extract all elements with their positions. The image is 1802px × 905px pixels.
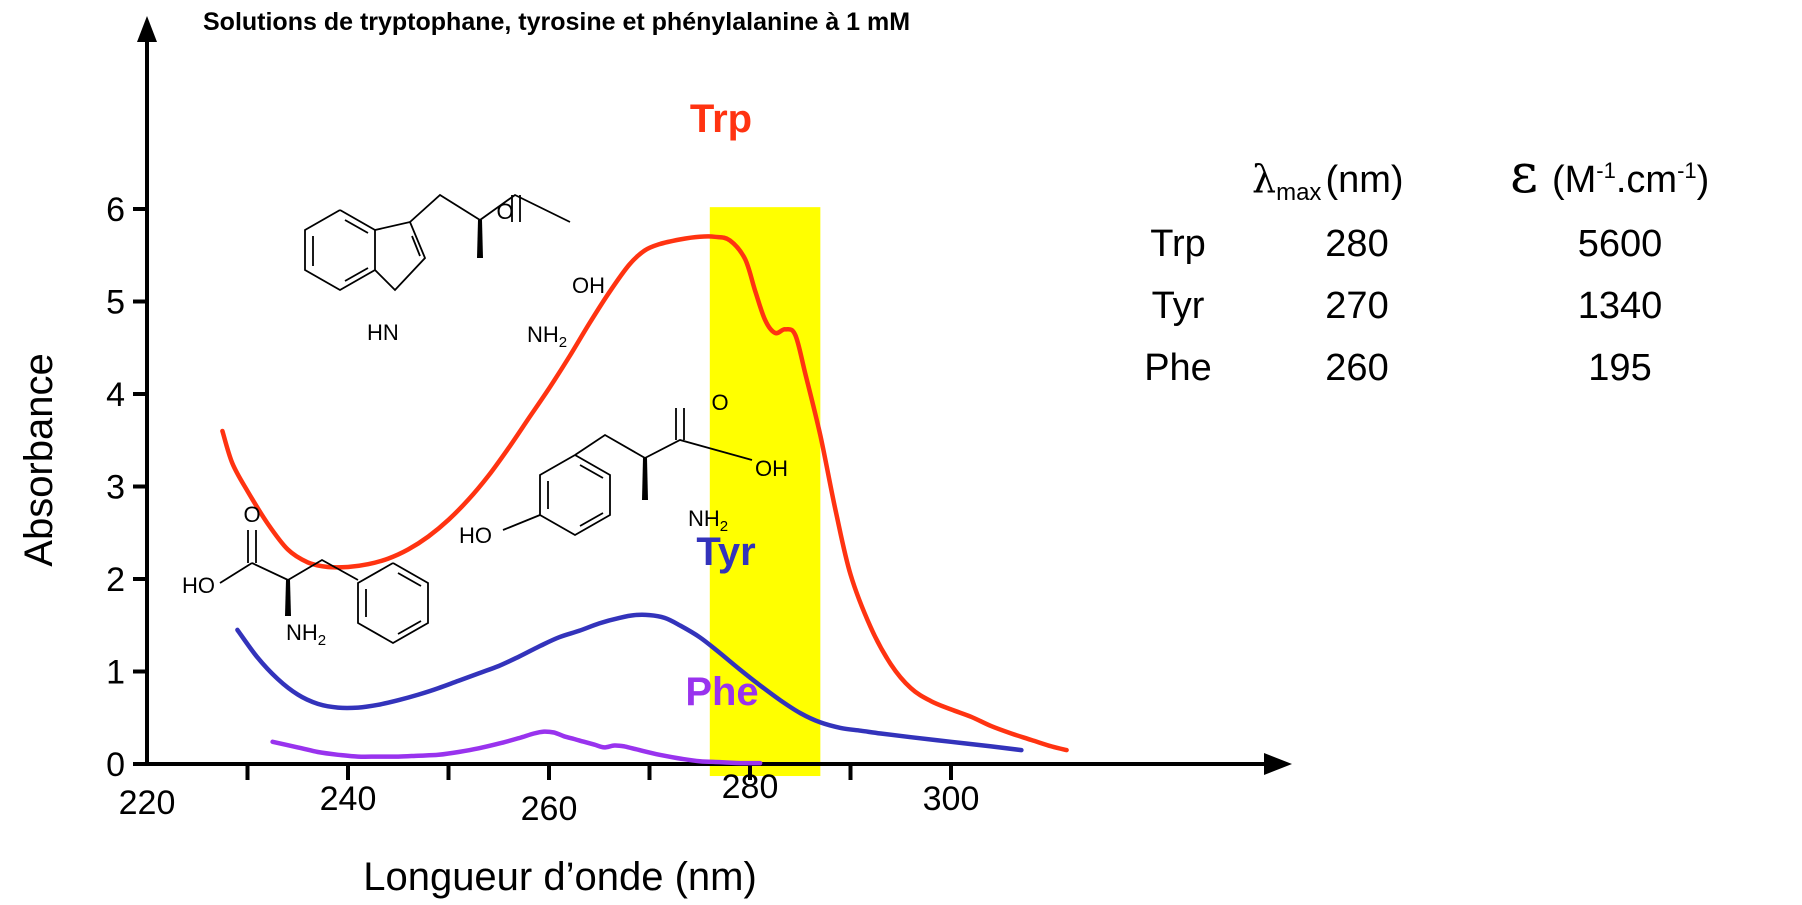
trp-oh: OH [572,273,605,298]
series-layer [220,234,1069,766]
wedge-bond [477,220,483,258]
table-row-trp-lambda: 280 [1325,223,1388,265]
phenylalanine-structure: O HO NH2 [182,502,429,649]
phe-nh2: NH2 [286,620,326,649]
phe-ho: HO [182,573,215,598]
x-axis-arrow [1264,753,1292,775]
tyr-o: O [711,390,728,415]
x-tick-label: 260 [521,790,578,828]
trp-o: O [496,199,513,224]
trp-nh2: NH2 [527,322,567,351]
x-tick-label: 240 [320,780,377,818]
y-tick-label: 0 [106,746,125,784]
wedge-bond [642,458,648,500]
table-row-tyr-epsilon: 1340 [1578,285,1663,327]
chart-title: Solutions de tryptophane, tyrosine et ph… [203,8,910,36]
wedge-bond [285,580,291,616]
summary-table: λmax(nm) ε(M-1.cm-1) Trp 280 5600 Tyr 27… [1144,142,1709,389]
y-tick-label: 6 [106,191,125,229]
tyr-oh: OH [755,456,788,481]
table-row-tyr-lambda: 270 [1325,285,1388,327]
series-label-trp: Trp [690,97,752,141]
table-row-tyr-aa: Tyr [1152,285,1205,327]
y-tick-label: 1 [106,654,125,692]
tyr-ho: HO [459,523,492,548]
table-row-trp-epsilon: 5600 [1578,223,1663,265]
highlight-band [709,207,821,777]
series-label-phe: Phe [685,670,758,714]
y-tick-label: 3 [106,469,125,507]
y-tick-label: 4 [106,376,125,414]
series-line-tyr [235,612,1024,753]
table-header-epsilon: ε(M-1.cm-1) [1510,142,1709,205]
trp-nh: HN [367,320,399,345]
x-axis-label: Longueur d’onde (nm) [363,855,757,899]
series-label-tyr: Tyr [696,530,755,574]
series-line-trp [220,234,1069,753]
y-axis-label: Absorbance [17,353,61,566]
series-line-phe [270,729,763,766]
tyrosine-structure: O OH HO NH2 [459,390,788,548]
tyr-nh2: NH2 [688,506,728,535]
x-tick-label: 220 [119,784,176,822]
y-axis-arrow [137,16,157,42]
phe-o: O [243,502,260,527]
table-row-phe-epsilon: 195 [1588,347,1651,389]
x-tick-label: 300 [923,780,980,818]
y-tick-label: 2 [106,561,125,599]
table-header-lambda: λmax(nm) [1252,157,1404,206]
table-row-phe-aa: Phe [1144,347,1212,389]
x-tick-label: 280 [722,768,779,806]
ticks [133,207,953,780]
table-row-phe-lambda: 260 [1325,347,1388,389]
table-row-trp-aa: Trp [1150,223,1206,265]
axes [133,16,1292,775]
tick-labels: 0 1 2 3 4 5 6 220 240 260 280 300 [106,191,979,828]
tryptophan-structure: O OH HN NH2 [304,193,605,351]
y-tick-label: 5 [106,284,125,322]
